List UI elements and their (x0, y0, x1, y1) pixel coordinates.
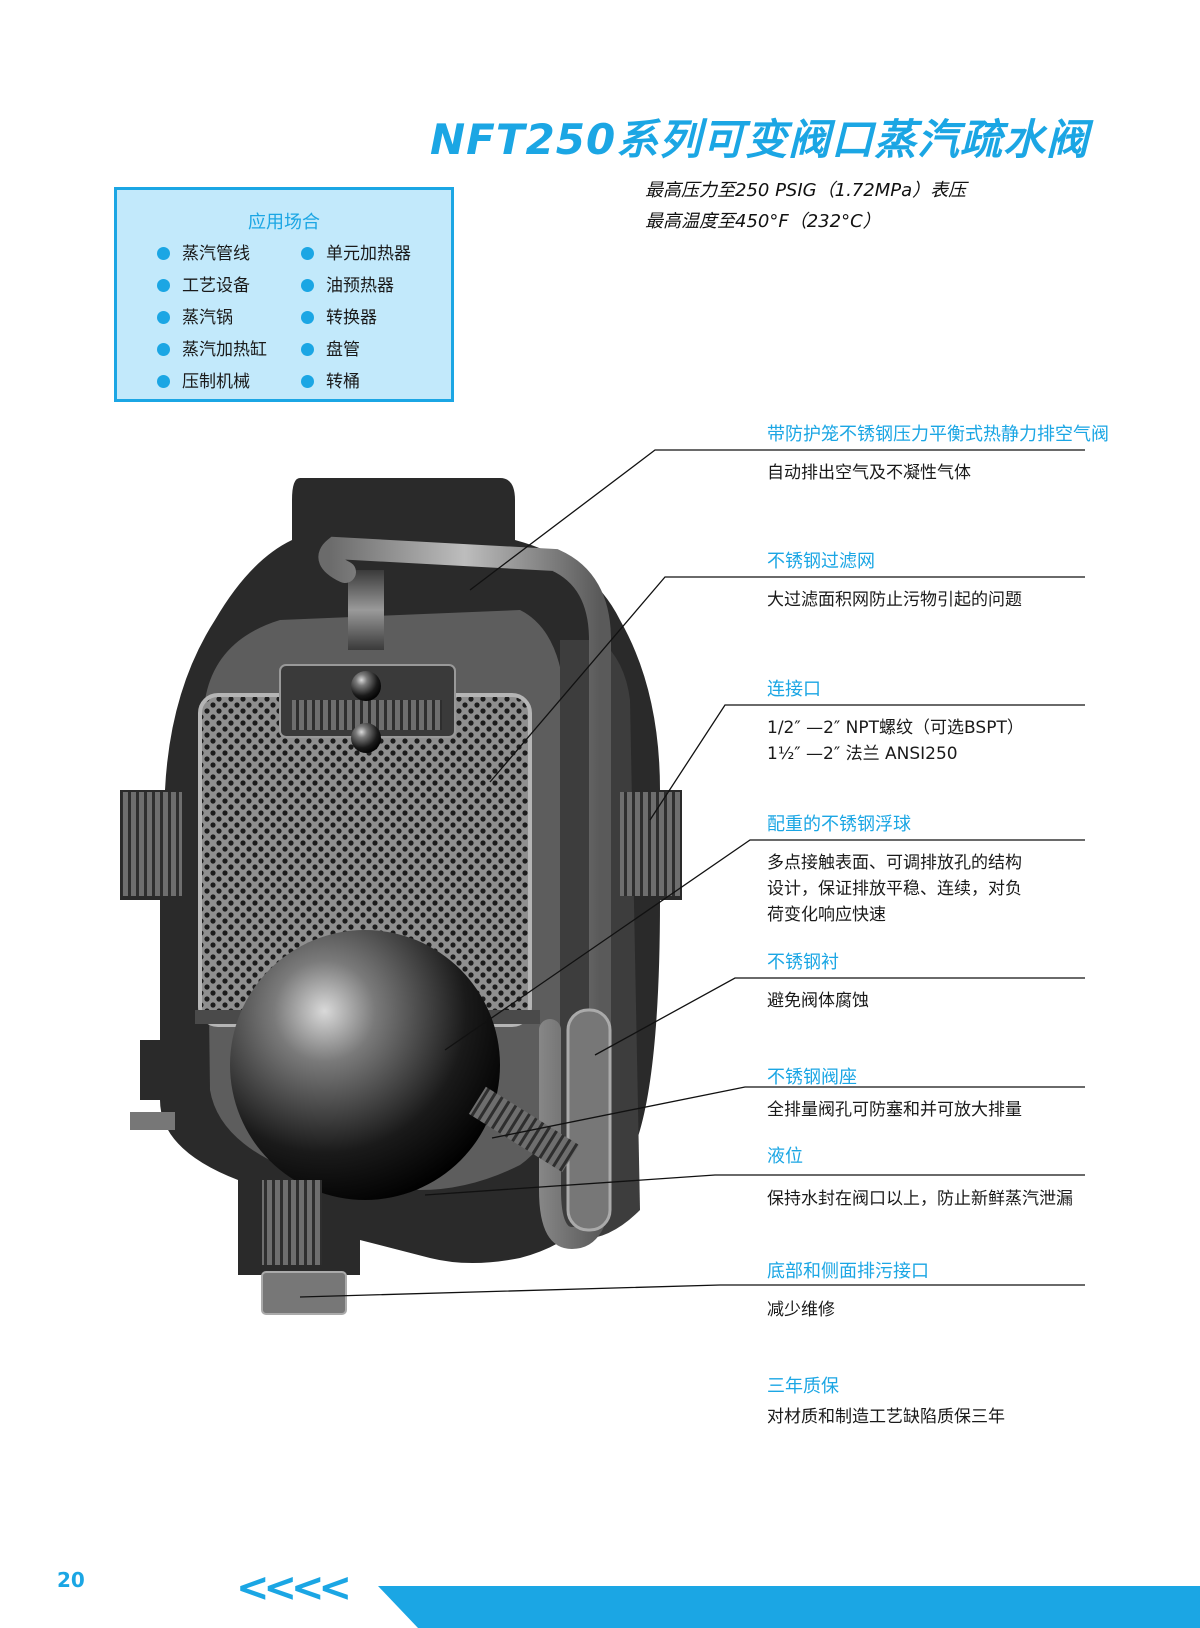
feature-strainer: 不锈钢过滤网 大过滤面积网防止污物引起的问题 (767, 547, 1022, 613)
feature-warranty: 三年质保 对材质和制造工艺缺陷质保三年 (767, 1372, 1005, 1430)
bullet-icon (301, 375, 314, 388)
list-item: 单元加热器 (301, 238, 411, 270)
float-ball (230, 930, 500, 1200)
feature-water-level: 液位 保持水封在阀口以上，防止新鲜蒸汽泄漏 (767, 1142, 1073, 1212)
feature-desc: 大过滤面积网防止污物引起的问题 (767, 590, 1022, 610)
bottom-drain-plug (261, 1271, 347, 1315)
list-item: 盘管 (301, 334, 411, 366)
bullet-icon (157, 375, 170, 388)
bullet-icon (301, 343, 314, 356)
feature-blowdown: 底部和侧面排污接口 减少维修 (767, 1257, 929, 1323)
feature-title: 不锈钢衬 (767, 952, 839, 973)
bullet-icon (301, 279, 314, 292)
feature-liner: 不锈钢衬 避免阀体腐蚀 (767, 948, 869, 1014)
bottom-drain-fitting (262, 1180, 322, 1265)
list-item: 压制机械 (157, 366, 267, 398)
feature-desc: 全排量阀孔可防塞和并可放大排量 (767, 1100, 1022, 1120)
applications-box: 应用场合 蒸汽管线 工艺设备 蒸汽锅 蒸汽加热缸 压制机械 单元加热器 油预热器… (114, 187, 454, 402)
feature-desc: 1½″ —2″ 法兰 ANSI250 (767, 744, 958, 764)
page-title: NFT250系列可变阀口蒸汽疏水阀 (430, 115, 1090, 164)
feature-title: 不锈钢过滤网 (767, 551, 875, 572)
list-item: 蒸汽锅 (157, 302, 267, 334)
left-threaded-port (122, 792, 182, 896)
feature-valve-seat: 不锈钢阀座 全排量阀孔可防塞和并可放大排量 (767, 1063, 1022, 1123)
feature-desc: 自动排出空气及不凝性气体 (767, 463, 971, 483)
applications-column-2: 单元加热器 油预热器 转换器 盘管 转桶 (301, 238, 411, 398)
valve-seat (468, 1086, 580, 1173)
feature-desc: 避免阀体腐蚀 (767, 991, 869, 1011)
leader-lines (299, 449, 1085, 1298)
list-item: 油预热器 (301, 270, 411, 302)
page-number: 20 (57, 1568, 85, 1592)
feature-desc: 保持水封在阀口以上，防止新鲜蒸汽泄漏 (767, 1189, 1073, 1209)
feature-desc: 荷变化响应快速 (767, 905, 886, 925)
feature-desc: 多点接触表面、可调排放孔的结构 (767, 853, 1022, 873)
feature-title: 不锈钢阀座 (767, 1067, 857, 1088)
list-item: 转换器 (301, 302, 411, 334)
chevron-left-icon: <<<< (236, 1565, 352, 1611)
air-vent-stem (348, 570, 384, 650)
air-vent-ball-lower (351, 723, 381, 753)
list-item: 工艺设备 (157, 270, 267, 302)
list-item: 蒸汽管线 (157, 238, 267, 270)
feature-desc: 设计，保证排放平稳、连续，对负 (767, 879, 1022, 899)
spec-pressure: 最高压力至250 PSIG（1.72MPa）表压 (645, 180, 967, 201)
feature-connections: 连接口 1/2″ —2″ NPT螺纹（可选BSPT） 1½″ —2″ 法兰 AN… (767, 675, 1024, 767)
feature-desc: 对材质和制造工艺缺陷质保三年 (767, 1407, 1005, 1427)
bullet-icon (301, 311, 314, 324)
bullet-icon (301, 247, 314, 260)
bullet-icon (157, 343, 170, 356)
feature-title: 三年质保 (767, 1376, 839, 1397)
bullet-icon (157, 311, 170, 324)
feature-float: 配重的不锈钢浮球 多点接触表面、可调排放孔的结构 设计，保证排放平稳、连续，对负… (767, 810, 1022, 928)
list-item: 蒸汽加热缸 (157, 334, 267, 366)
spec-temperature: 最高温度至450°F（232°C） (645, 211, 881, 232)
bullet-icon (157, 279, 170, 292)
feature-title: 连接口 (767, 679, 821, 700)
feature-title: 液位 (767, 1146, 803, 1167)
feature-title: 带防护笼不锈钢压力平衡式热静力排空气阀 (767, 424, 1109, 445)
feature-desc: 减少维修 (767, 1300, 835, 1320)
air-vent-ball-upper (351, 671, 381, 701)
applications-column-1: 蒸汽管线 工艺设备 蒸汽锅 蒸汽加热缸 压制机械 (157, 238, 267, 398)
bottom-left-bracket (130, 1112, 175, 1130)
feature-title: 配重的不锈钢浮球 (767, 814, 911, 835)
feature-air-vent: 带防护笼不锈钢压力平衡式热静力排空气阀 自动排出空气及不凝性气体 (767, 420, 1109, 486)
right-threaded-port (620, 792, 680, 896)
vent-tube (318, 536, 611, 1250)
feature-title: 底部和侧面排污接口 (767, 1261, 929, 1282)
bullet-icon (157, 247, 170, 260)
applications-heading: 应用场合 (248, 212, 320, 233)
drain-tube-inner (566, 1008, 612, 1232)
feature-desc: 1/2″ —2″ NPT螺纹（可选BSPT） (767, 718, 1024, 738)
list-item: 转桶 (301, 366, 411, 398)
